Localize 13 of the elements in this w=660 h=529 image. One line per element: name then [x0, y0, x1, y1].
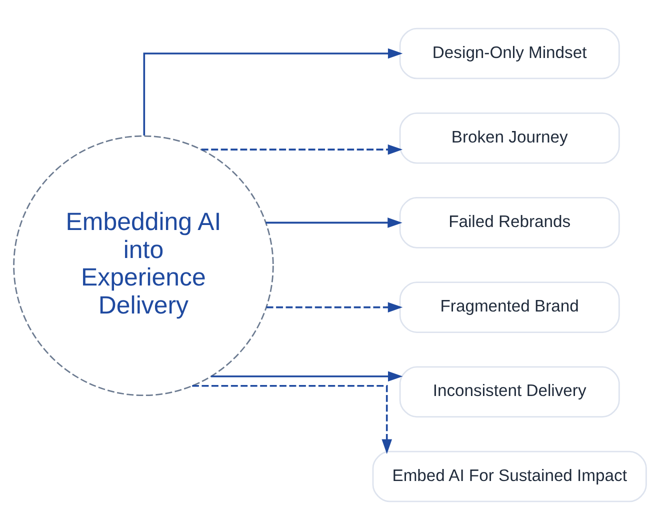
- node-box: Failed Rebrands: [399, 196, 620, 248]
- node-box: Embed AI For Sustained Impact: [372, 450, 647, 502]
- arrow: [143, 48, 403, 136]
- node-circle: Embedding AI into Experience Delivery: [13, 134, 274, 396]
- node-box: Design-Only Mindset: [399, 27, 620, 79]
- node-box: Inconsistent Delivery: [399, 366, 620, 418]
- arrow: [201, 144, 403, 154]
- node-box: Broken Journey: [399, 112, 620, 164]
- arrow: [192, 384, 392, 454]
- arrow: [266, 302, 403, 312]
- arrow: [266, 217, 402, 228]
- node-box: Fragmented Brand: [399, 281, 620, 332]
- arrow: [211, 370, 403, 382]
